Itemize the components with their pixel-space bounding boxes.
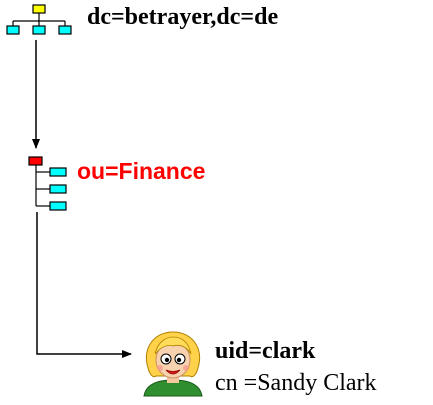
user-dn-label: uid=clark [215, 338, 316, 364]
ou-dn-label: ou=Finance [77, 158, 206, 184]
user-avatar-icon [143, 331, 203, 397]
ou-to-user-connector [36, 212, 132, 358]
root-dn-label: dc=betrayer,dc=de [87, 4, 279, 30]
org-unit-tree-icon [28, 156, 67, 211]
user-cn-attribute: cn =Sandy Clark [215, 370, 377, 396]
domain-tree-icon [6, 4, 72, 35]
